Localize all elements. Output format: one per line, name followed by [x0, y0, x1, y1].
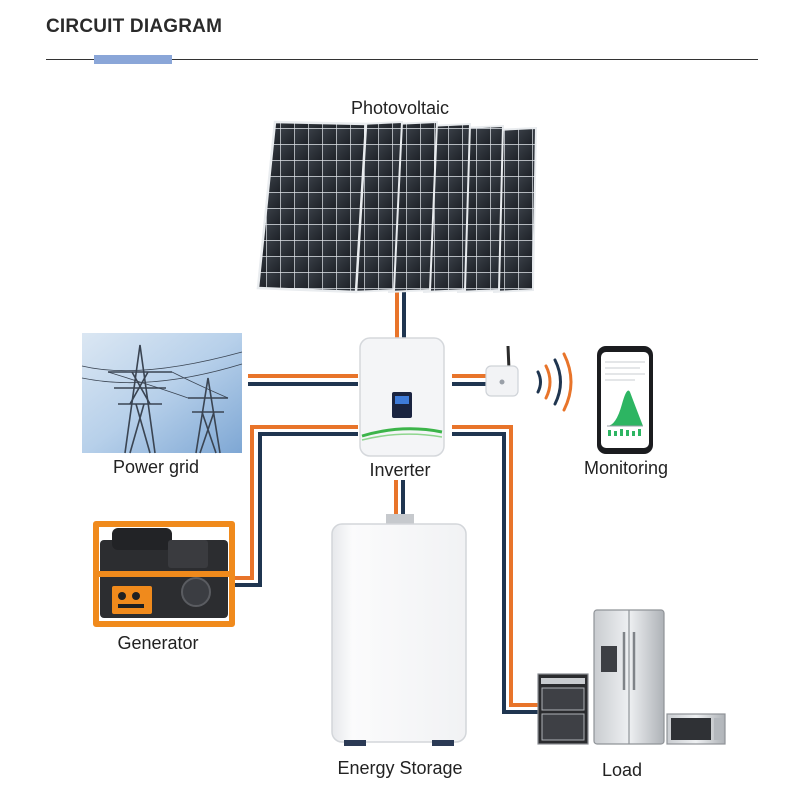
photovoltaic-label: Photovoltaic: [350, 98, 450, 118]
inverter-label: Inverter: [369, 460, 431, 480]
solar-panel-icon: [256, 120, 538, 294]
load-label: Load: [601, 760, 643, 780]
power-grid-label: Power grid: [112, 457, 200, 477]
signal-waves-icon: [536, 352, 573, 412]
wifi-dongle-icon: [485, 345, 519, 397]
header-accent-bar: [94, 55, 172, 64]
generator-label: Generator: [117, 633, 199, 653]
monitoring-label: Monitoring: [583, 458, 669, 478]
cables: [230, 292, 538, 714]
oven-icon: [537, 673, 589, 745]
battery-cabinet-icon: [331, 514, 467, 746]
page-title: CIRCUIT DIAGRAM: [46, 16, 223, 37]
microwave-icon: [666, 713, 726, 745]
cable-generator-inverter-orange: [230, 425, 358, 580]
cable-generator-inverter-navy: [230, 432, 358, 587]
cable-inverter-load-navy: [452, 432, 538, 714]
generator-icon: [93, 521, 235, 627]
transmission-tower-icon: [81, 333, 243, 454]
energy-storage-label: Energy Storage: [337, 758, 463, 778]
smartphone-icon: [597, 346, 653, 454]
cable-inverter-load-orange: [452, 425, 538, 707]
inverter-icon: [359, 337, 445, 457]
refrigerator-icon: [593, 609, 665, 745]
header-divider: [46, 59, 758, 60]
